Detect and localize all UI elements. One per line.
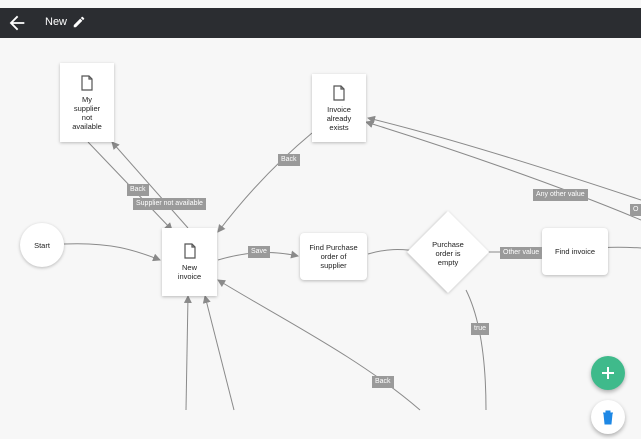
edge-label-cut[interactable]: O [630,204,641,216]
edge-label-other-value[interactable]: Other value [500,247,543,259]
workflow-canvas[interactable]: My supplier not available Invoice alread… [0,38,641,434]
edge-o-to-exists [365,120,641,221]
edge-bottom-2 [202,295,235,411]
edge-new-invoice-to-supplier [111,141,189,229]
document-icon [333,84,345,101]
node-invoice-already-exists[interactable]: Invoice already exists [312,74,366,142]
node-my-supplier-not-available[interactable]: My supplier not available [60,63,114,142]
edge-start-to-new-invoice [63,243,161,262]
page-title: New [45,16,68,28]
add-node-button[interactable] [591,356,625,390]
node-purchase-order-empty-label: Purchase order is empty [432,240,464,267]
node-find-purchase-order[interactable]: Find Purchase order of supplier [300,233,367,280]
edge-exists-to-new-invoice [217,132,313,233]
node-find-invoice[interactable]: Find invoice [542,228,608,275]
delete-button[interactable] [591,400,625,434]
pencil-icon[interactable] [72,15,86,29]
edge-label-back-bottom[interactable]: Back [372,376,394,388]
plus-icon [602,367,614,379]
edge-label-save[interactable]: Save [248,246,270,258]
document-icon [183,243,196,259]
edge-label-any-other-value[interactable]: Any other value [533,189,588,201]
trash-icon [603,410,613,425]
edge-label-back-top[interactable]: Back [127,184,149,196]
edges-layer [63,115,641,411]
edge-any-other-to-exists [367,115,641,201]
edge-true-down [465,289,487,411]
node-start[interactable]: Start [20,223,64,267]
edge-label-supplier-not-available[interactable]: Supplier not available [133,198,206,210]
node-new-invoice[interactable]: New invoice [162,228,217,296]
document-icon [81,74,93,91]
edge-label-back-invoice[interactable]: Back [278,154,300,166]
edge-bottom-1 [183,295,192,411]
top-bar: New [0,8,641,38]
back-arrow-icon[interactable] [6,12,28,34]
edge-back-bottom [217,279,421,411]
edge-label-true[interactable]: true [471,323,490,335]
